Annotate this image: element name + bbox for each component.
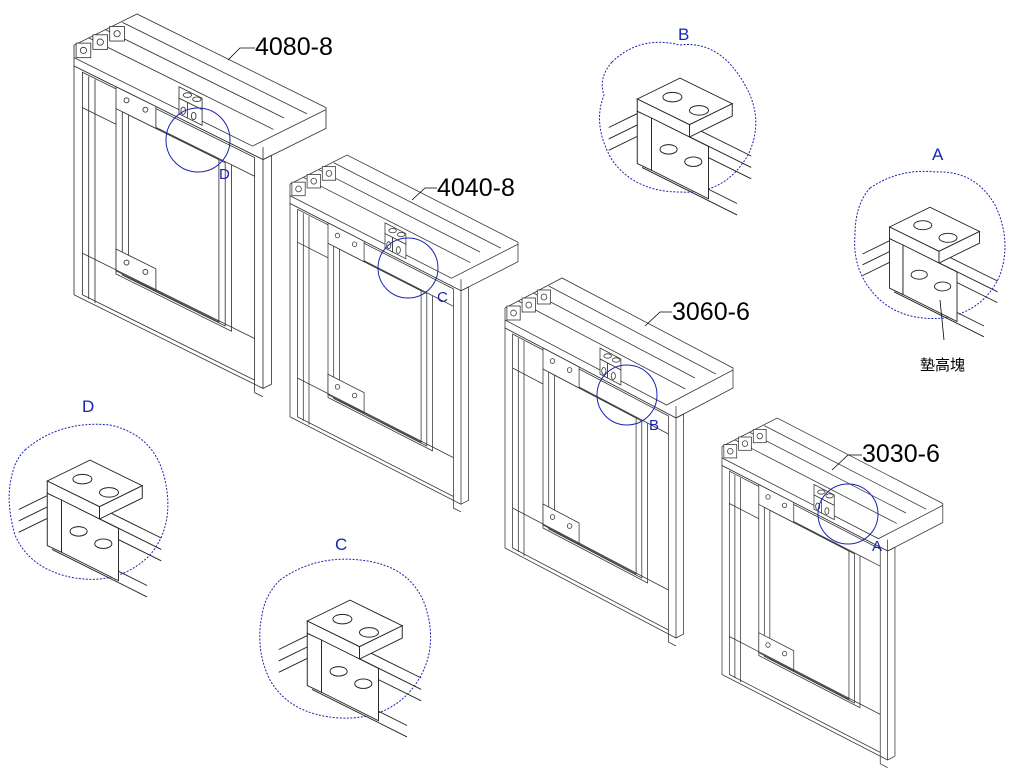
- part-label-4040-8: 4040-8: [437, 174, 515, 202]
- callout-circle-b: [596, 364, 658, 426]
- callout-letter-d: D: [219, 166, 230, 183]
- callout-circle-d: [165, 107, 231, 173]
- callout-circle-c: [377, 237, 439, 299]
- leader-line-4080-8: [227, 47, 255, 61]
- leader-line-note: [939, 299, 945, 341]
- callout-letter-b: B: [649, 417, 659, 434]
- detail-letter-d: D: [82, 397, 94, 416]
- callout-circle-a: [817, 483, 879, 545]
- callout-letter-a: A: [872, 538, 882, 555]
- detail-letter-a: A: [932, 145, 944, 164]
- part-label-3030-6: 3030-6: [862, 440, 940, 468]
- panel-3030-6: [721, 417, 944, 768]
- detail-bubble-d: [8, 423, 169, 598]
- callout-letter-c: C: [437, 289, 448, 306]
- detail-letter-b: B: [678, 25, 689, 44]
- panel-3060-6: [504, 277, 734, 647]
- detail-bubble-a: [854, 170, 1006, 338]
- detail-bubble-c: [259, 558, 432, 738]
- part-label-3060-6: 3060-6: [672, 298, 750, 326]
- panel-4040-8: [289, 154, 519, 513]
- leader-line-4040-8: [411, 187, 437, 201]
- detail-bubble-b: [599, 41, 757, 216]
- note-label: 墊高塊: [920, 357, 965, 374]
- part-label-4080-8: 4080-8: [255, 33, 333, 61]
- panel-4080-8: [73, 13, 327, 398]
- leader-line-3030-6: [831, 454, 862, 471]
- detail-letter-c: C: [335, 535, 347, 554]
- leader-line-3060-6: [644, 311, 672, 327]
